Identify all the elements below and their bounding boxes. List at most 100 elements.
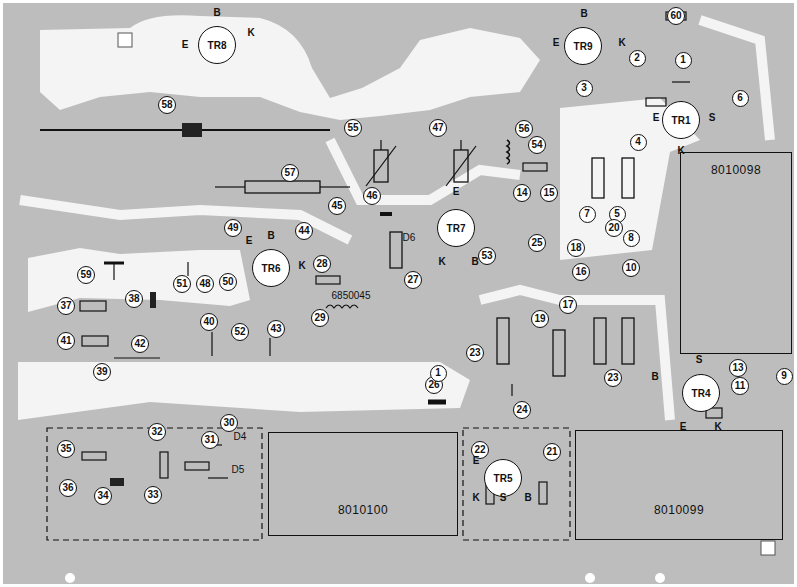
- callout-number: 11: [731, 377, 749, 395]
- pin-name: B: [266, 231, 275, 241]
- board-ground: [3, 3, 794, 584]
- pin-name: E: [652, 113, 661, 123]
- copper-area: [560, 98, 700, 260]
- edge-notch: [585, 573, 595, 583]
- resistor-symbol: [553, 330, 565, 376]
- callout-number: 37: [57, 297, 75, 315]
- callout-number: 32: [148, 423, 166, 441]
- resistor-symbol: [82, 452, 106, 460]
- electrolytic-capacitor: [150, 292, 156, 308]
- resistor-symbol: [160, 452, 168, 478]
- pin-name: E: [552, 38, 561, 48]
- callout-number: 41: [57, 332, 75, 350]
- callout-number: 46: [363, 187, 381, 205]
- callout-number: 14: [513, 184, 531, 202]
- pin-name: E: [472, 456, 481, 466]
- part-name: 6850045: [331, 291, 372, 301]
- callout-number: 40: [200, 313, 218, 331]
- transistor-outline: TR5: [484, 459, 522, 497]
- transistor-label: TR5: [494, 473, 513, 484]
- module-outline: 8010100: [268, 432, 458, 536]
- copper-area: [18, 362, 470, 420]
- transistor-label: TR9: [574, 41, 593, 52]
- module-outline: 8010099: [575, 430, 783, 540]
- pin-name: E: [452, 187, 461, 197]
- resistor-symbol: [80, 301, 106, 311]
- callout-number: 21: [543, 443, 561, 461]
- shield-outline: [463, 428, 570, 540]
- callout-number: 20: [605, 219, 623, 237]
- callout-number: 4: [630, 134, 647, 151]
- capacitor-symbol: [211, 332, 212, 356]
- capacitor-symbol: [672, 81, 690, 82]
- pin-name: B: [579, 9, 588, 19]
- copper-trace: [480, 290, 670, 420]
- callout-number: 9: [776, 368, 793, 385]
- part-name: D4: [233, 432, 248, 442]
- callout-number: 23: [604, 369, 622, 387]
- resistor-symbol: [82, 336, 108, 346]
- callout-number: 34: [94, 487, 112, 505]
- capacitor-symbol: [110, 478, 124, 486]
- edge-notch: [65, 573, 75, 583]
- resistor-symbol: [523, 163, 547, 171]
- pin-name: K: [246, 28, 255, 38]
- part-name: D5: [231, 465, 246, 475]
- transistor-outline: TR8: [198, 26, 236, 64]
- callout-number: 10: [622, 259, 640, 277]
- electrolytic-capacitor: [380, 212, 392, 216]
- capacitor-symbol: [114, 357, 160, 358]
- transistor-outline: TR4: [682, 374, 720, 412]
- transistor-label: TR7: [447, 223, 466, 234]
- transistor-label: TR4: [692, 388, 711, 399]
- trimmer-arrow: [366, 146, 396, 186]
- resistor-symbol: [622, 318, 634, 364]
- pin-name: K: [617, 38, 626, 48]
- pin-name: B: [650, 372, 659, 382]
- callout-number: 58: [158, 96, 176, 114]
- callout-number: 59: [77, 266, 95, 284]
- callout-number: 16: [572, 263, 590, 281]
- capacitor-lead: [113, 263, 114, 280]
- shield-outline: [47, 428, 262, 540]
- inductor-symbol: [326, 305, 358, 308]
- callout-number: 39: [93, 363, 111, 381]
- mounting-hole: [118, 33, 132, 47]
- trimmer-arrow: [446, 146, 476, 186]
- copper-trace: [20, 200, 350, 240]
- transistor-label: TR8: [208, 40, 227, 51]
- resistor-symbol: [622, 158, 634, 198]
- pin-name: K: [471, 493, 480, 503]
- transistor-outline: TR1: [662, 101, 700, 139]
- transistor-outline: TR6: [252, 249, 290, 287]
- resistor-symbol: [594, 318, 606, 364]
- callout-number: 44: [295, 222, 313, 240]
- callout-number: 35: [57, 440, 75, 458]
- trimmer-lead: [380, 140, 381, 150]
- capacitor-symbol: [269, 338, 270, 356]
- resistor-symbol: [316, 276, 340, 284]
- copper-trace: [700, 20, 770, 140]
- pin-name: E: [245, 236, 254, 246]
- callout-number: 1: [430, 365, 447, 382]
- transistor-outline: TR9: [564, 27, 602, 65]
- module-label: 8010098: [711, 163, 761, 177]
- diode-symbol: [208, 477, 228, 478]
- pin-name: B: [523, 493, 532, 503]
- callout-number: 2: [629, 50, 646, 67]
- callout-number: 30: [220, 414, 238, 432]
- callout-number: 3: [576, 80, 593, 97]
- capacitor-symbol: [187, 262, 188, 276]
- callout-number: 53: [478, 247, 496, 265]
- pin-name: S: [695, 355, 704, 365]
- coil-symbol: [182, 123, 202, 137]
- transistor-label: TR6: [262, 263, 281, 274]
- electrolytic-capacitor: [428, 400, 446, 405]
- callout-number: 36: [59, 479, 77, 497]
- callout-number: 19: [531, 310, 549, 328]
- callout-number: 54: [528, 136, 546, 154]
- resistor-symbol: [646, 98, 666, 106]
- callout-number: 25: [528, 234, 546, 252]
- resistor-symbol: [245, 181, 320, 193]
